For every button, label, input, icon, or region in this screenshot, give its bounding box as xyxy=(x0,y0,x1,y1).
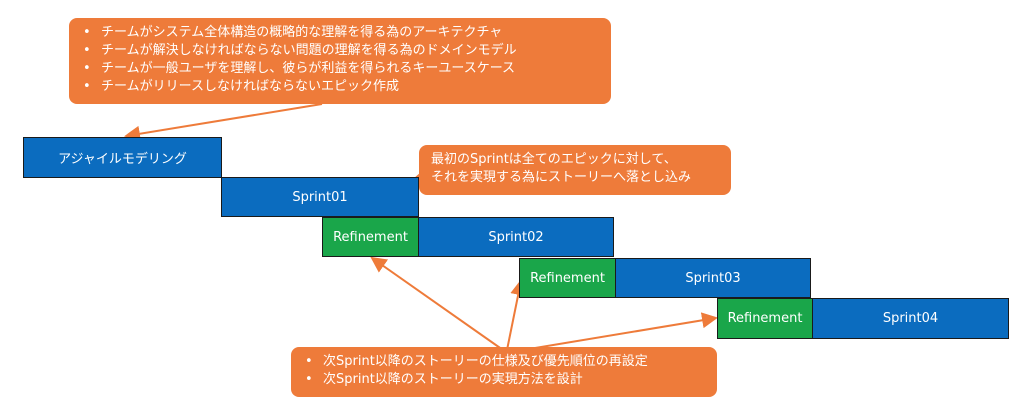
bottom-callout-item: 次Sprint以降のストーリーの仕様及び優先順位の再設定 xyxy=(301,353,707,371)
top-callout: チームがシステム全体構造の概略的な理解を得る為のアーキテクチャ チームが解決しな… xyxy=(69,18,611,104)
middle-callout-line: 最初のSprintは全てのエピックに対して、 xyxy=(431,152,677,167)
bottom-callout-item: 次Sprint以降のストーリーの実現方法を設計 xyxy=(301,371,707,389)
refinement-label: Refinement xyxy=(530,270,605,286)
refinement-box-2: Refinement xyxy=(519,258,616,298)
sprint02-box: Sprint02 xyxy=(418,217,614,257)
sprint01-box: Sprint01 xyxy=(221,177,419,217)
sprint04-box: Sprint04 xyxy=(812,298,1009,339)
sprint01-label: Sprint01 xyxy=(292,189,348,205)
sprint03-box: Sprint03 xyxy=(615,258,811,298)
sprint02-label: Sprint02 xyxy=(488,229,544,245)
refinement-label: Refinement xyxy=(727,311,803,326)
top-callout-item: チームが一般ユーザを理解し、彼らが利益を得られるキーユースケース xyxy=(79,60,601,78)
agile-modeling-box: アジャイルモデリング xyxy=(23,137,222,178)
arrow-to-agile-modeling xyxy=(124,103,323,142)
refinement-box-3: Refinement xyxy=(717,298,813,339)
top-callout-item: チームが解決しなければならない問題の理解を得る為のドメインモデル xyxy=(79,42,601,60)
arrow-to-refinement-1 xyxy=(370,256,504,351)
sprint03-label: Sprint03 xyxy=(685,270,741,286)
agile-modeling-label: アジャイルモデリング xyxy=(58,152,187,167)
arrow-to-refinement-2 xyxy=(506,279,527,351)
refinement-label: Refinement xyxy=(333,229,408,245)
arrow-to-refinement-3 xyxy=(510,312,718,353)
sprint04-label: Sprint04 xyxy=(882,311,939,326)
middle-callout-line: それを実現する為にストーリーへ落とし込み xyxy=(431,170,692,185)
top-callout-item: チームがリリースしなければならないエピック作成 xyxy=(79,78,601,96)
bottom-callout: 次Sprint以降のストーリーの仕様及び優先順位の再設定 次Sprint以降のス… xyxy=(291,347,717,397)
middle-callout: 最初のSprintは全てのエピックに対して、 それを実現する為にストーリーへ落と… xyxy=(419,145,731,195)
top-callout-item: チームがシステム全体構造の概略的な理解を得る為のアーキテクチャ xyxy=(79,24,601,42)
refinement-box-1: Refinement xyxy=(322,217,419,257)
